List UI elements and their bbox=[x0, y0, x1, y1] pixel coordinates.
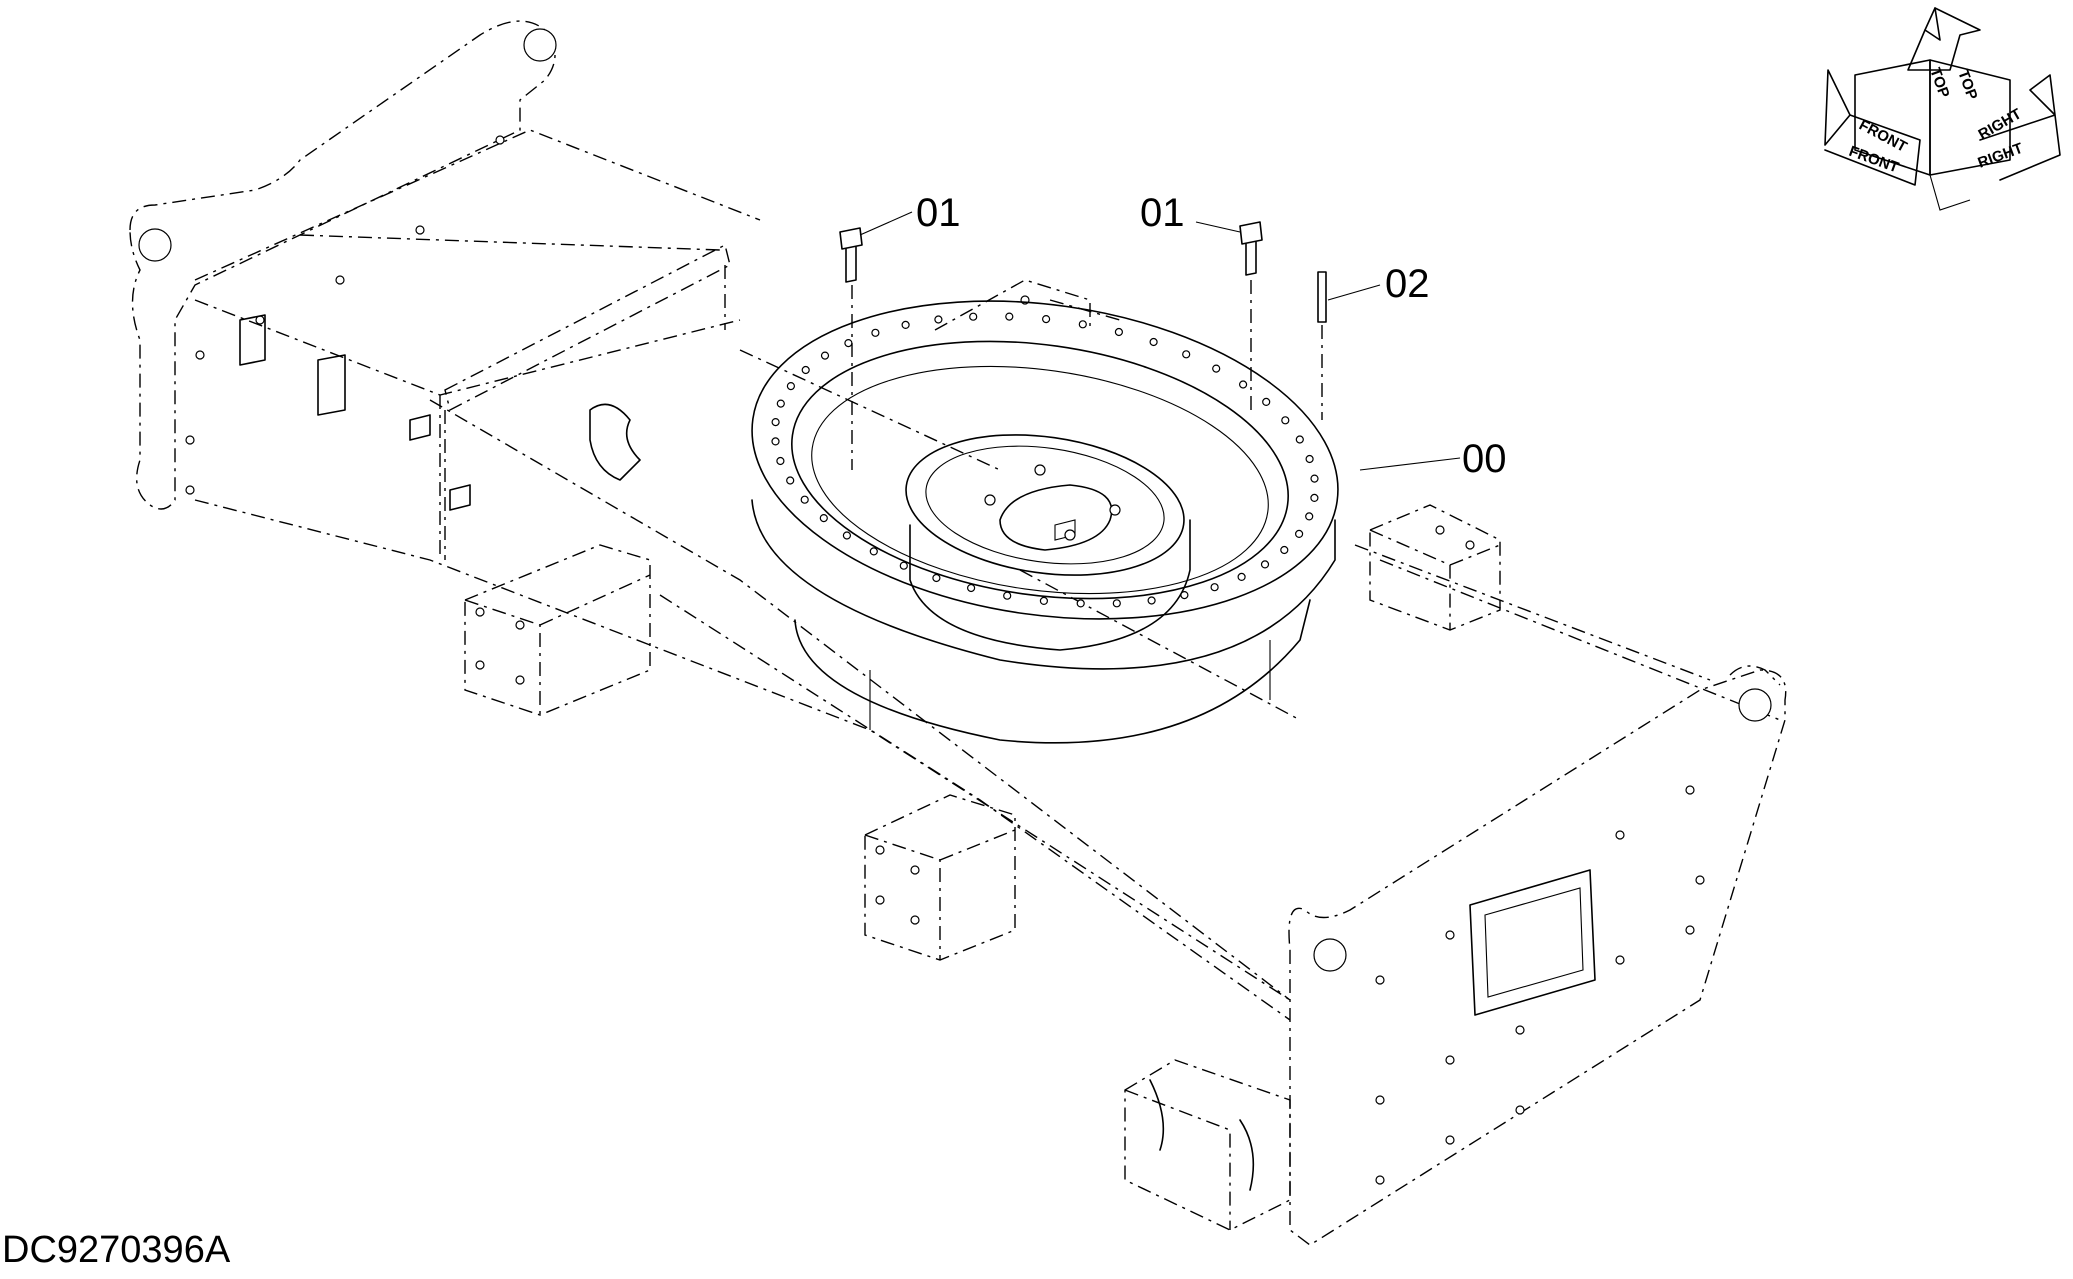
ring-bolt-hole bbox=[776, 399, 785, 408]
ring-bolt-hole bbox=[1149, 337, 1158, 347]
right-cross-member bbox=[1369, 504, 1501, 631]
ring-bolt-hole bbox=[842, 531, 852, 540]
rear-bracket bbox=[934, 279, 1091, 331]
ring-bolt-hole bbox=[1076, 599, 1085, 608]
ring-bolt-hole bbox=[820, 351, 830, 360]
ring-bolt-hole bbox=[966, 583, 976, 593]
ring-bolt-hole bbox=[800, 495, 809, 504]
ring-bolt-hole bbox=[932, 573, 941, 583]
ring-bolt-hole bbox=[1310, 493, 1319, 502]
ring-bolt-holes bbox=[771, 312, 1319, 608]
ring-bolt-hole bbox=[1180, 590, 1189, 600]
ring-bolt-hole bbox=[776, 456, 785, 466]
slewing-ring bbox=[751, 300, 1339, 744]
label-part-02: 02 bbox=[1385, 262, 1430, 306]
ring-bolt-hole bbox=[801, 365, 810, 375]
ring-bolt-hole bbox=[1182, 350, 1191, 359]
orientation-right-label-a: RIGHT bbox=[1976, 105, 2025, 143]
ring-bolt-hole bbox=[1212, 364, 1221, 373]
lower-support-block bbox=[1124, 1059, 1291, 1231]
ring-bolt-hole bbox=[1310, 474, 1319, 483]
label-part-01-right: 01 bbox=[1140, 191, 1185, 235]
ring-bolt-hole bbox=[1260, 560, 1270, 569]
ring-bolt-hole bbox=[901, 320, 910, 329]
drawing-code: DC9270396A bbox=[2, 1229, 231, 1271]
ring-bolt-hole bbox=[1305, 454, 1314, 464]
ring-bolt-hole bbox=[899, 561, 908, 570]
ring-bolt-hole bbox=[1262, 397, 1271, 406]
leader-lines bbox=[859, 211, 1461, 471]
orientation-right-label-b: RIGHT bbox=[1976, 140, 2026, 172]
ring-bolt-hole bbox=[1238, 380, 1248, 389]
ring-bolt-hole bbox=[1210, 583, 1219, 592]
ring-bolt-hole bbox=[1114, 327, 1124, 337]
orientation-compass: FRONT FRONT TOP TOP RIGHT RIGHT bbox=[1824, 7, 2061, 211]
ring-bolt-hole bbox=[771, 437, 780, 446]
ring-bolt-hole bbox=[1005, 312, 1014, 321]
dowel-pin bbox=[1317, 271, 1327, 420]
ring-bolt-hole bbox=[969, 312, 978, 321]
ring-bolt-hole bbox=[1147, 596, 1156, 605]
ring-bolt-hole bbox=[1295, 435, 1304, 444]
left-mounting-plate bbox=[129, 20, 641, 511]
frame-body bbox=[194, 129, 1781, 1021]
ring-bolt-hole bbox=[1237, 572, 1246, 582]
orientation-top-label-b: TOP bbox=[1954, 68, 1980, 103]
ring-bolt-hole bbox=[786, 476, 795, 485]
ring-bolt-hole bbox=[1281, 416, 1290, 425]
bolt-left bbox=[839, 227, 863, 470]
label-part-01-left: 01 bbox=[916, 191, 961, 235]
ring-bolt-hole bbox=[1305, 512, 1314, 521]
label-part-00: 00 bbox=[1462, 437, 1507, 481]
ring-bolt-hole bbox=[871, 328, 880, 337]
right-mounting-plate bbox=[1288, 665, 1787, 1246]
ring-bolt-hole bbox=[1078, 320, 1087, 329]
ring-bolt-hole bbox=[1003, 591, 1012, 600]
ring-bolt-hole bbox=[771, 418, 780, 427]
ring-bolt-hole bbox=[819, 513, 828, 523]
ring-bolt-hole bbox=[844, 339, 853, 348]
ring-bolt-hole bbox=[1294, 529, 1304, 539]
ring-bolt-hole bbox=[869, 547, 878, 556]
ring-bolt-hole bbox=[1280, 545, 1289, 555]
center-cross-member bbox=[864, 794, 1016, 961]
ring-bolt-hole bbox=[786, 382, 796, 391]
left-cross-member bbox=[464, 544, 651, 716]
ring-bolt-hole bbox=[1112, 599, 1121, 608]
ring-bolt-hole bbox=[934, 315, 943, 324]
ring-bolt-hole bbox=[1039, 596, 1049, 606]
ring-bolt-hole bbox=[1041, 315, 1051, 324]
bolt-right bbox=[1239, 221, 1263, 410]
